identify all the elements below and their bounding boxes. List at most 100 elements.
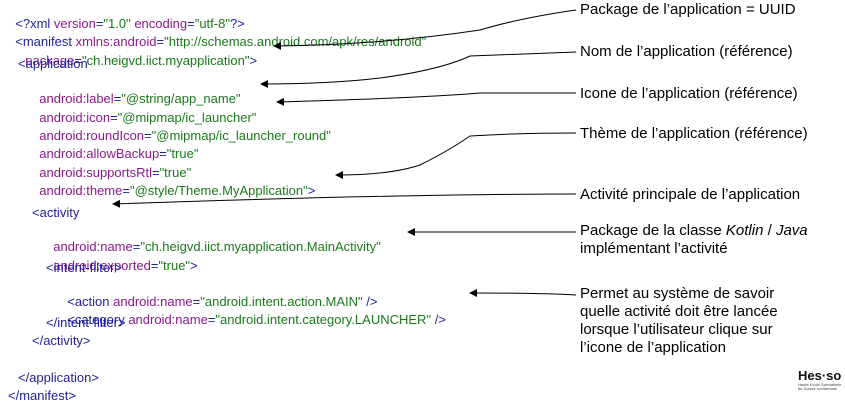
app-allowbackup-eq: = <box>159 146 167 161</box>
manifest-eq: = <box>156 34 165 49</box>
app-supportsrtl-value: "true" <box>159 165 192 180</box>
category-lt: < <box>67 312 75 327</box>
xml-decl-keyword: xml <box>30 16 51 31</box>
note-launcher: Permet au système de savoir quelle activ… <box>580 285 778 357</box>
app-theme-value: "@style/Theme.MyApplication" <box>129 183 308 198</box>
logo-sub-text: Haute Ecole Spécialisée de Suisse occide… <box>798 382 842 391</box>
note-class-sep: / <box>763 222 776 239</box>
code-manifest-open: <manifest xmlns:android="http://schemas.… <box>8 18 426 50</box>
note-icon: Icone de l’application (référence) <box>580 85 798 102</box>
action-end: /> <box>362 294 378 309</box>
app-roundicon-attr: android:roundIcon <box>39 128 145 143</box>
activity-exported-value: "true" <box>158 258 191 273</box>
note-launcher-line1: Permet au système de savoir <box>580 285 775 302</box>
app-theme-eq: = <box>122 183 130 198</box>
action-tag: action <box>74 294 110 309</box>
category-tag: category <box>74 312 125 327</box>
code-app-attr-allowbackup: android:allowBackup="true" <box>32 130 198 162</box>
code-action-line: <action android:name="android.intent.act… <box>60 278 378 310</box>
xml-decl-open: <? <box>15 16 31 31</box>
app-theme-gt: > <box>307 183 316 198</box>
category-eq: = <box>207 312 216 327</box>
arrow-launcher <box>469 289 577 298</box>
code-category-line: <category android:name="android.intent.c… <box>60 296 446 328</box>
activity-exported-gt: > <box>190 258 198 273</box>
arrow-main-activity <box>112 193 577 208</box>
xml-decl-value-encoding: "utf-8" <box>194 16 230 31</box>
code-manifest-close: </manifest> <box>8 388 76 403</box>
app-allowbackup-value: "true" <box>166 146 199 161</box>
code-app-attr-roundicon: android:roundIcon="@mipmap/ic_launcher_r… <box>32 112 331 144</box>
package-eq: = <box>74 53 82 68</box>
manifest-tag: manifest <box>22 34 72 49</box>
code-activity-close: </activity> <box>32 333 91 348</box>
category-name-value: "android.intent.category.LAUNCHER" <box>215 312 432 327</box>
activity-exported-eq: = <box>150 258 159 273</box>
note-class-line2: implémentant l’activité <box>580 240 728 257</box>
activity-name-attr: android:name <box>53 239 133 254</box>
arrow-app-name <box>260 51 577 88</box>
category-name-attr: android:name <box>124 312 208 327</box>
note-launcher-line3: lorsque l’utilisateur clique sur <box>580 321 773 338</box>
code-package-line: package="ch.heigvd.iict.myapplication"> <box>18 37 257 69</box>
note-class: Package de la classe Kotlin / Java implé… <box>580 222 808 258</box>
action-lt: < <box>67 294 75 309</box>
category-end: /> <box>431 312 446 327</box>
app-roundicon-value: "@mipmap/ic_launcher_round" <box>151 128 331 143</box>
note-launcher-line2: quelle activité doit être lancée <box>580 303 778 320</box>
code-app-attr-supportsrtl: android:supportsRtl="true" <box>32 149 191 181</box>
app-label-eq: = <box>113 91 122 106</box>
code-activity-attr-name: android:name="ch.heigvd.iict.myapplicati… <box>46 223 381 255</box>
code-activity-attr-exported: android:exported="true"> <box>46 242 198 274</box>
package-value: "ch.heigvd.iict.myapplication" <box>81 53 250 68</box>
activity-name-value: "ch.heigvd.iict.myapplication.MainActivi… <box>140 239 381 254</box>
app-label-value: "@string/app_name" <box>121 91 241 106</box>
hes-so-logo: Hes·so Haute Ecole Spécialisée de Suisse… <box>798 368 844 391</box>
arrow-icon <box>276 92 576 106</box>
note-class-kotlin: Kotlin <box>725 222 764 239</box>
xml-decl-attr-encoding: encoding <box>130 16 188 31</box>
package-gt: > <box>249 53 258 68</box>
package-attr: package <box>25 53 75 68</box>
activity-exported-attr: android:exported <box>53 258 151 273</box>
code-intent-filter-close: </intent-filter> <box>46 315 126 330</box>
note-class-prefix: Package de la classe <box>580 222 726 239</box>
app-icon-attr: android:icon <box>39 110 111 125</box>
note-class-java: Java <box>775 222 808 239</box>
code-xml-declaration: <?xml version="1.0" encoding="utf-8"?> <box>15 16 245 31</box>
app-label-attr: android:label <box>39 91 114 106</box>
arrow-package <box>273 9 577 50</box>
note-main-activity: Activité principale de l’application <box>580 186 801 203</box>
xml-decl-close: ?> <box>229 16 245 31</box>
action-name-attr: android:name <box>109 294 193 309</box>
activity-name-eq: = <box>132 239 141 254</box>
xml-decl-value-version: "1.0" <box>103 16 131 31</box>
app-icon-eq: = <box>110 110 118 125</box>
arrow-theme <box>335 132 577 179</box>
manifest-xmlns-value: "http://schemas.android.com/apk/res/andr… <box>164 34 427 49</box>
app-supportsrtl-eq: = <box>151 165 160 180</box>
note-app-name: Nom de l’application (référence) <box>580 43 793 60</box>
app-icon-value: "@mipmap/ic_launcher" <box>117 110 257 125</box>
app-roundicon-eq: = <box>144 128 152 143</box>
app-theme-attr: android:theme <box>39 183 123 198</box>
app-allowbackup-attr: android:allowBackup <box>39 146 160 161</box>
code-intent-filter-open: <intent-filter> <box>46 260 122 275</box>
app-supportsrtl-attr: android:supportsRtl <box>39 165 152 180</box>
code-application-open: <application <box>18 56 88 71</box>
note-launcher-line4: l’icone de l’application <box>580 339 726 356</box>
logo-main-text: Hes·so <box>798 368 842 383</box>
code-app-attr-theme: android:theme="@style/Theme.MyApplicatio… <box>32 167 315 199</box>
action-name-value: "android.intent.action.MAIN" <box>200 294 363 309</box>
code-activity-open: <activity <box>32 205 80 220</box>
code-app-attr-icon: android:icon="@mipmap/ic_launcher" <box>32 94 256 126</box>
xml-decl-attr-version: version <box>50 16 96 31</box>
code-application-close: </application> <box>18 370 99 385</box>
action-eq: = <box>192 294 201 309</box>
note-package: Package de l’application = UUID <box>580 1 796 18</box>
code-app-attr-label: android:label="@string/app_name" <box>32 75 241 107</box>
manifest-lt: < <box>15 34 23 49</box>
manifest-xmlns-attr: xmlns:android <box>71 34 157 49</box>
note-theme: Thème de l’application (référence) <box>580 125 808 142</box>
